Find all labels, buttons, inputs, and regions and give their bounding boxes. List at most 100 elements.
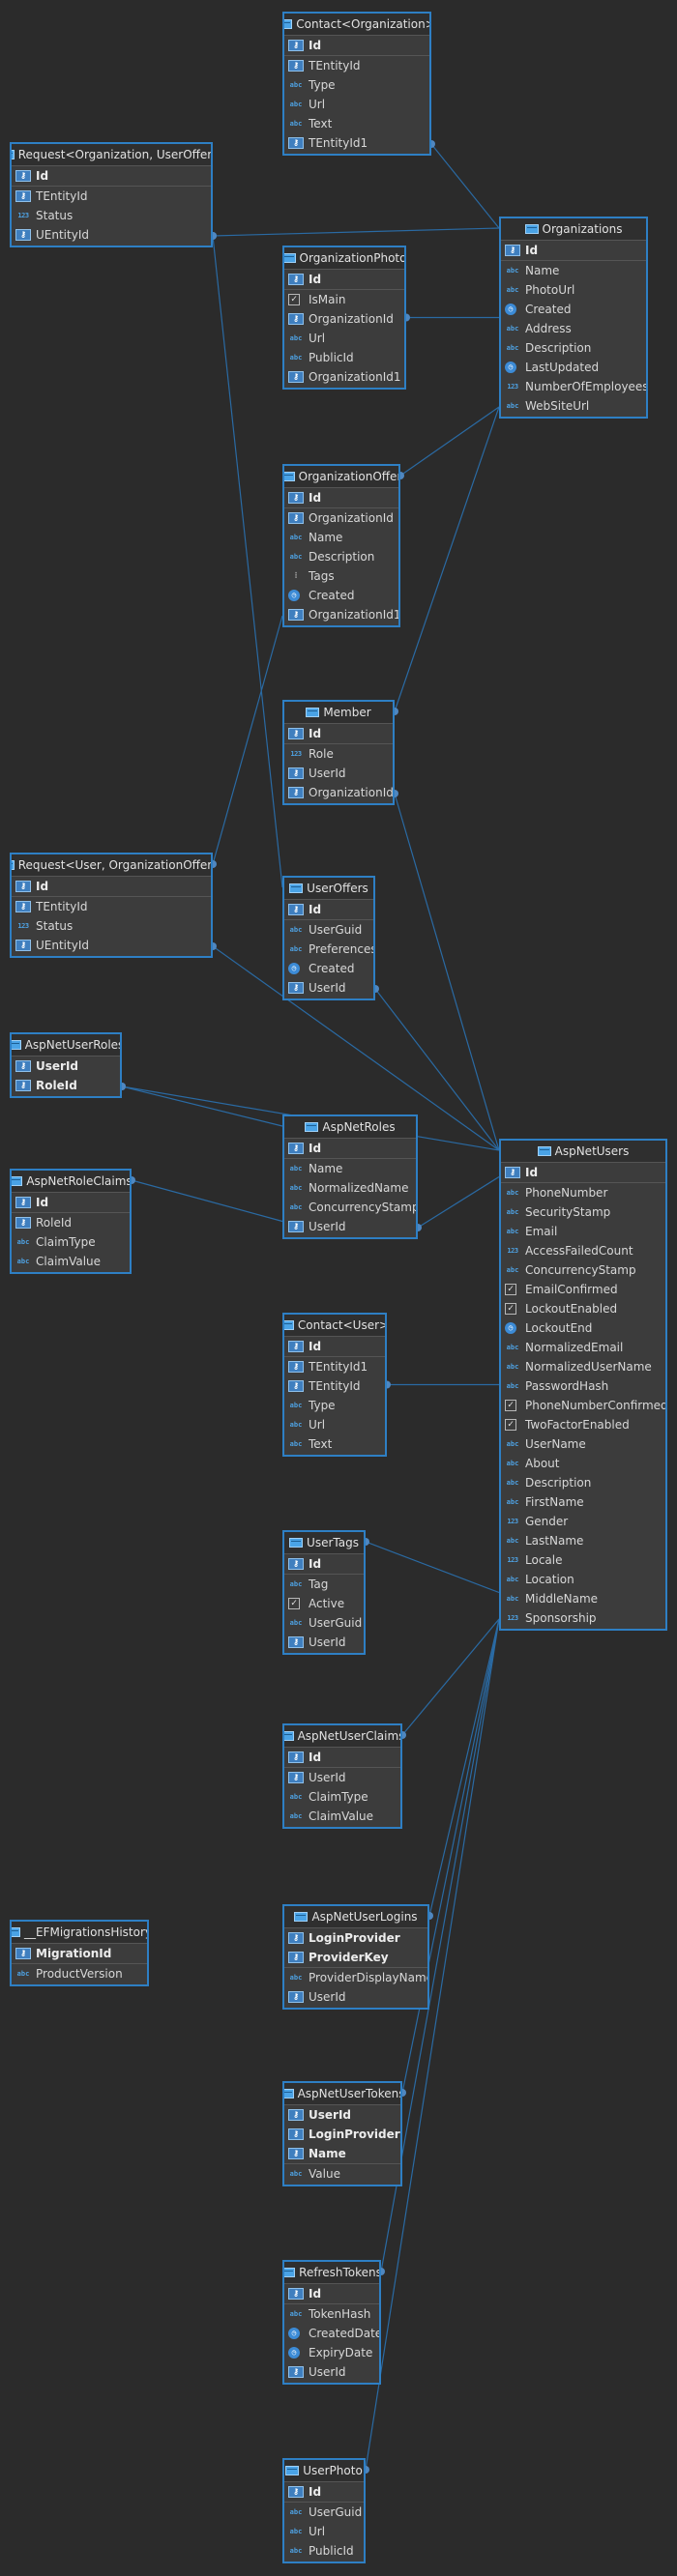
column-lockoutenabled[interactable]: ✓LockoutEnabled [501, 1299, 665, 1318]
relationship-line[interactable] [212, 235, 283, 888]
column-id[interactable]: ⚷Id [284, 724, 393, 743]
column-created[interactable]: ◷Created [284, 959, 373, 978]
column-id[interactable]: ⚷Id [284, 1554, 364, 1574]
column-roleid[interactable]: ⚷RoleId [12, 1076, 120, 1095]
column-providerkey[interactable]: ⚷ProviderKey [284, 1948, 427, 1967]
column-loginprovider[interactable]: ⚷LoginProvider [284, 1928, 427, 1948]
table-header[interactable]: AspNetRoleClaims [12, 1171, 130, 1193]
relationship-line[interactable] [212, 615, 283, 865]
column-name[interactable]: ⚷Name [284, 2144, 400, 2163]
column-organizationid[interactable]: ⚷OrganizationId [284, 508, 398, 528]
table-header[interactable]: AspNetUserRoles [12, 1034, 120, 1056]
table-header[interactable]: OrganizationPhoto [284, 247, 404, 270]
column-organizationid1[interactable]: ⚷OrganizationId1 [284, 605, 398, 624]
column-organizationid[interactable]: ⚷OrganizationId [284, 783, 393, 802]
relationship-line[interactable] [121, 1085, 283, 1127]
column-userid[interactable]: ⚷UserId [284, 1217, 416, 1236]
column-userid[interactable]: ⚷UserId [284, 1633, 364, 1652]
column-userid[interactable]: ⚷UserId [284, 2105, 400, 2125]
relationship-line[interactable] [428, 1618, 500, 1917]
table-header[interactable]: Request<User, OrganizationOffer> [12, 854, 211, 877]
column-createddate[interactable]: ◷CreatedDate [284, 2324, 379, 2343]
column-id[interactable]: ⚷Id [284, 270, 404, 289]
column-id[interactable]: ⚷Id [284, 1337, 385, 1356]
table-header[interactable]: AspNetUserTokens [284, 2083, 400, 2105]
column-migrationid[interactable]: ⚷MigrationId [12, 1944, 147, 1963]
table-header[interactable]: UserOffers [284, 878, 373, 900]
column-id[interactable]: ⚷Id [501, 1163, 665, 1182]
column-emailconfirmed[interactable]: ✓EmailConfirmed [501, 1280, 665, 1299]
relationship-line[interactable] [131, 1179, 283, 1223]
column-expirydate[interactable]: ◷ExpiryDate [284, 2343, 379, 2362]
table-request-user-organizationoffer[interactable]: Request<User, OrganizationOffer>⚷Id⚷TEnt… [10, 853, 213, 958]
column-organizationid1[interactable]: ⚷OrganizationId1 [284, 367, 404, 387]
relationship-line[interactable] [399, 406, 500, 477]
column-tentityid1[interactable]: ⚷TEntityId1 [284, 133, 429, 153]
column-id[interactable]: ⚷Id [12, 166, 211, 186]
table-header[interactable]: Organizations [501, 218, 646, 241]
table-header[interactable]: AspNetUsers [501, 1141, 665, 1163]
column-twofactorenabled[interactable]: ✓TwoFactorEnabled [501, 1415, 665, 1434]
column-lockoutend[interactable]: ◷LockoutEnd [501, 1318, 665, 1338]
table-header[interactable]: OrganizationOffer [284, 466, 398, 488]
column-id[interactable]: ⚷Id [284, 2284, 379, 2303]
column-userid[interactable]: ⚷UserId [284, 2362, 379, 2382]
table-header[interactable]: Contact<Organization> [284, 14, 429, 36]
table-header[interactable]: RefreshTokens [284, 2262, 379, 2284]
column-tentityid[interactable]: ⚷TEntityId [284, 1376, 385, 1396]
column-tentityid[interactable]: ⚷TEntityId [12, 187, 211, 206]
relationship-line[interactable] [212, 227, 500, 237]
column-created[interactable]: ◷Created [501, 300, 646, 319]
table-header[interactable]: AspNetUserClaims [284, 1725, 400, 1748]
column-organizationid[interactable]: ⚷OrganizationId [284, 309, 404, 329]
column-id[interactable]: ⚷Id [284, 900, 373, 919]
column-active[interactable]: ✓Active [284, 1594, 364, 1613]
relationship-line[interactable] [394, 406, 500, 712]
column-id[interactable]: ⚷Id [284, 36, 429, 55]
column-id[interactable]: ⚷Id [284, 2482, 364, 2502]
table-header[interactable]: Request<Organization, UserOffer> [12, 144, 211, 166]
column-tentityid1[interactable]: ⚷TEntityId1 [284, 1357, 385, 1376]
table-aspnetuserroles[interactable]: AspNetUserRoles⚷UserId⚷RoleId [10, 1032, 122, 1098]
